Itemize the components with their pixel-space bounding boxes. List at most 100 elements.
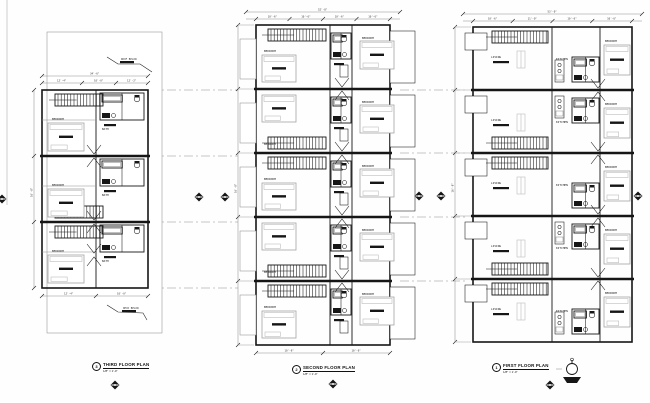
bed-symbol [261, 222, 297, 251]
kitchen-counter [554, 95, 565, 119]
section-marker-icon [545, 380, 555, 390]
door-swing-pair [590, 267, 606, 291]
bathroom-cluster [571, 97, 600, 124]
detail-number-badge: 1 [492, 363, 501, 372]
svg-text:10'-6": 10'-6" [285, 349, 295, 353]
bed-symbol [359, 168, 395, 198]
svg-text:BEDROOM: BEDROOM [264, 49, 276, 53]
north-arrow-icon [556, 357, 581, 383]
section-marker-icon [0, 194, 7, 204]
svg-text:LIVING: LIVING [491, 181, 501, 185]
svg-text:KITCHEN: KITCHEN [556, 246, 568, 250]
svg-text:12'-2": 12'-2" [127, 79, 137, 83]
door-swing-pair [86, 144, 102, 168]
section-marker-icon [328, 379, 338, 389]
plan-third-floor: BATHBEDROOMBATHBEDROOMBATHBEDROOM34'-6"1… [30, 31, 163, 334]
kitchen-counter [554, 311, 565, 335]
dimension-line: 16'-8" [30, 87, 37, 291]
svg-text:BEDROOM: BEDROOM [362, 36, 374, 40]
kitchen-counter [554, 59, 565, 83]
stair-run [486, 136, 549, 150]
stair-run [486, 156, 549, 170]
unit-row: BEDROOM BEDROOM [239, 217, 416, 293]
svg-text:BEDROOM: BEDROOM [605, 228, 617, 232]
section-marker-icon [633, 191, 643, 201]
bed-symbol [359, 104, 395, 134]
bathroom-cluster [571, 56, 600, 83]
stair-run [486, 30, 549, 44]
bed-symbol [47, 254, 85, 284]
svg-text:52'-8": 52'-8" [318, 8, 328, 12]
stair-run [49, 225, 104, 239]
unit-row: LIVING KITCHEN BEDROOM [464, 216, 631, 291]
dimension-line: 16'-8" [234, 22, 241, 348]
svg-text:10'-6": 10'-6" [352, 349, 362, 353]
section-marker-icon [110, 380, 120, 390]
bed-symbol [261, 310, 297, 339]
plan-title-third-floor: 3 THIRD FLOOR PLAN 1/8" = 1'-0" [92, 362, 150, 373]
svg-text:BEDROOM: BEDROOM [605, 165, 617, 169]
bathroom-cluster [99, 224, 145, 253]
section-marker-icon [220, 192, 230, 202]
svg-text:BEDROOM: BEDROOM [264, 305, 276, 309]
svg-text:BEDROOM: BEDROOM [264, 270, 276, 274]
svg-text:10'-6": 10'-6" [607, 17, 617, 21]
svg-text:11'-0": 11'-0" [528, 17, 538, 21]
svg-text:BEDROOM: BEDROOM [362, 100, 374, 104]
svg-text:BEDROOM: BEDROOM [605, 39, 617, 43]
bed-symbol [359, 296, 395, 326]
svg-text:LIVING: LIVING [491, 244, 501, 248]
plan-scale-text: 1/8" = 1'-0" [103, 368, 118, 373]
dimension-line: 52'-8" [243, 8, 403, 15]
svg-text:10'-0": 10'-0" [94, 79, 104, 83]
bathroom-cluster [99, 92, 145, 121]
svg-text:ROOF BELOW: ROOF BELOW [121, 57, 137, 61]
svg-text:KITCHEN: KITCHEN [556, 57, 568, 61]
unit-row: LIVING KITCHEN BEDROOM [464, 27, 631, 102]
svg-text:16'-8": 16'-8" [234, 183, 238, 193]
svg-text:KITCHEN: KITCHEN [556, 309, 568, 313]
svg-text:LIVING: LIVING [491, 55, 501, 59]
stair-run [262, 284, 327, 298]
svg-text:10'-6": 10'-6" [488, 17, 498, 21]
svg-text:53'-0": 53'-0" [548, 10, 558, 14]
svg-text:10'-6": 10'-6" [368, 15, 378, 19]
svg-text:BEDROOM: BEDROOM [362, 292, 374, 296]
svg-text:10'-6": 10'-6" [567, 17, 577, 21]
kitchen-counter [554, 221, 565, 245]
bed-symbol [261, 182, 297, 211]
detail-number-badge: 2 [292, 365, 301, 374]
plan-title-second-floor: 2 SECOND FLOOR PLAN 1/8" = 1'-0" [292, 365, 355, 376]
bed-symbol [359, 40, 395, 70]
dimension-line: 34'-6" [39, 72, 151, 79]
svg-text:BEDROOM: BEDROOM [264, 142, 276, 146]
plan-title-text: THIRD FLOOR PLAN [103, 362, 150, 369]
svg-text:16'-8": 16'-8" [451, 183, 455, 193]
unit-row: BEDROOM BEDROOM [239, 25, 416, 101]
door-swing-pair [590, 141, 606, 165]
svg-text:BATH: BATH [102, 259, 109, 263]
bed-symbol [603, 170, 631, 202]
svg-text:34'-6": 34'-6" [90, 72, 100, 76]
bed-symbol [261, 94, 297, 123]
svg-text:BEDROOM: BEDROOM [264, 177, 276, 181]
svg-text:BATH: BATH [102, 193, 109, 197]
plan-scale-text: 1/8" = 1'-0" [303, 371, 318, 376]
section-marker-icon [194, 192, 204, 202]
dimension-line: 16'-8" [451, 24, 458, 345]
bed-symbol [603, 233, 631, 265]
svg-text:BEDROOM: BEDROOM [605, 291, 617, 295]
dimension-line: 12'-4"10'-0" [39, 292, 151, 299]
bed-symbol [47, 188, 85, 218]
svg-text:10'-6": 10'-6" [301, 15, 311, 19]
bed-symbol [603, 296, 631, 328]
